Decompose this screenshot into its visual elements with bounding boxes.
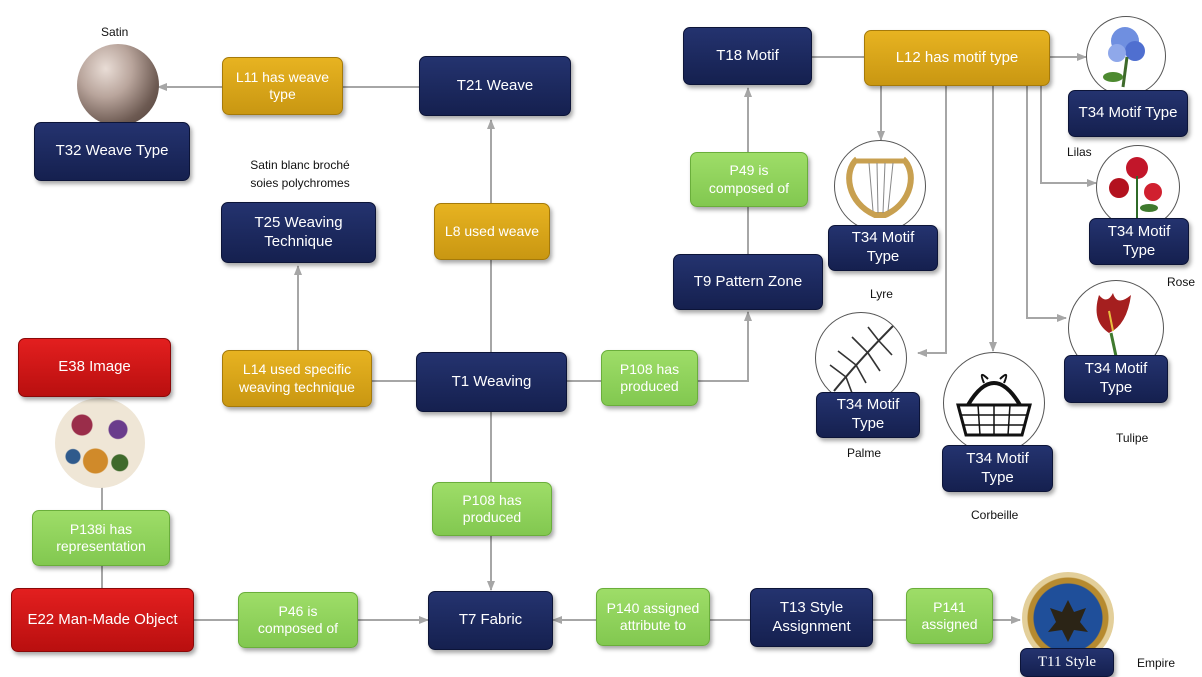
edge-l12-rose: [1040, 86, 1097, 187]
node-e22-man-made-object[interactable]: E22 Man-Made Object: [11, 588, 194, 652]
node-p138i-has-representation[interactable]: P138i has representation: [32, 510, 170, 566]
lilas-image: [1086, 16, 1166, 96]
caption-rose: Rose: [1167, 275, 1196, 289]
lilac-flower-icon: [1103, 27, 1145, 88]
node-t34-motif-type-lilas[interactable]: T34 Motif Type: [1068, 90, 1188, 137]
node-p141-assigned[interactable]: P141 assigned: [906, 588, 993, 644]
caption-technique: Satin blanc broché soies polychromes: [250, 158, 350, 190]
rose-flower-icon: [1109, 157, 1162, 220]
node-t34-motif-type-palme[interactable]: T34 Motif Type: [816, 392, 920, 438]
node-t18-motif[interactable]: T18 Motif: [683, 27, 812, 85]
edge-p108a-t9: [698, 311, 752, 382]
caption-empire: Empire: [1137, 656, 1176, 670]
caption-palme: Palme: [847, 446, 882, 460]
node-t32-weave-type[interactable]: T32 Weave Type: [34, 122, 190, 181]
node-p108-has-produced-pattern[interactable]: P108 has produced: [601, 350, 698, 406]
node-t34-motif-type-lyre[interactable]: T34 Motif Type: [828, 225, 938, 271]
basket-icon: [956, 373, 1032, 437]
node-t1-weaving[interactable]: T1 Weaving: [416, 352, 567, 412]
node-t25-weaving-technique[interactable]: T25 Weaving Technique: [221, 202, 376, 263]
node-t7-fabric[interactable]: T7 Fabric: [428, 591, 553, 650]
node-t11-style[interactable]: T11 Style: [1020, 648, 1114, 677]
caption-lilas: Lilas: [1067, 145, 1092, 159]
node-t9-pattern-zone[interactable]: T9 Pattern Zone: [673, 254, 823, 310]
lyre-image: [834, 140, 926, 232]
edge-l12-tulipe: [1026, 86, 1067, 322]
caption-satin: Satin: [101, 25, 129, 39]
satin-image: [77, 44, 159, 126]
caption-corbeille: Corbeille: [971, 508, 1019, 522]
fabric-pattern-image: [55, 398, 145, 488]
node-t13-style-assignment[interactable]: T13 Style Assignment: [750, 588, 873, 647]
node-p46-is-composed-of[interactable]: P46 is composed of: [238, 592, 358, 648]
node-l14-used-specific-weaving-technique[interactable]: L14 used specific weaving technique: [222, 350, 372, 407]
node-p49-is-composed-of[interactable]: P49 is composed of: [690, 152, 808, 207]
eagle-icon: [1048, 600, 1088, 642]
caption-tulipe: Tulipe: [1116, 431, 1149, 445]
edge-l12-palme: [917, 86, 947, 357]
rose-image: [1096, 145, 1180, 229]
node-t34-motif-type-rose[interactable]: T34 Motif Type: [1089, 218, 1189, 265]
lyre-icon: [846, 156, 914, 218]
corbeille-image: [943, 352, 1045, 454]
node-t34-motif-type-tulipe[interactable]: T34 Motif Type: [1064, 355, 1168, 403]
node-l8-used-weave[interactable]: L8 used weave: [434, 203, 550, 260]
palme-image: [815, 312, 907, 404]
node-p140-assigned-attribute-to[interactable]: P140 assigned attribute to: [596, 588, 710, 646]
palm-leaf-icon: [829, 324, 895, 394]
node-t34-motif-type-corbeille[interactable]: T34 Motif Type: [942, 445, 1053, 492]
node-l11-has-weave-type[interactable]: L11 has weave type: [222, 57, 343, 115]
node-t21-weave[interactable]: T21 Weave: [419, 56, 571, 116]
node-p108-has-produced-fabric[interactable]: P108 has produced: [432, 482, 552, 536]
node-l12-has-motif-type[interactable]: L12 has motif type: [864, 30, 1050, 86]
node-e38-image[interactable]: E38 Image: [18, 338, 171, 397]
caption-lyre: Lyre: [870, 287, 893, 301]
